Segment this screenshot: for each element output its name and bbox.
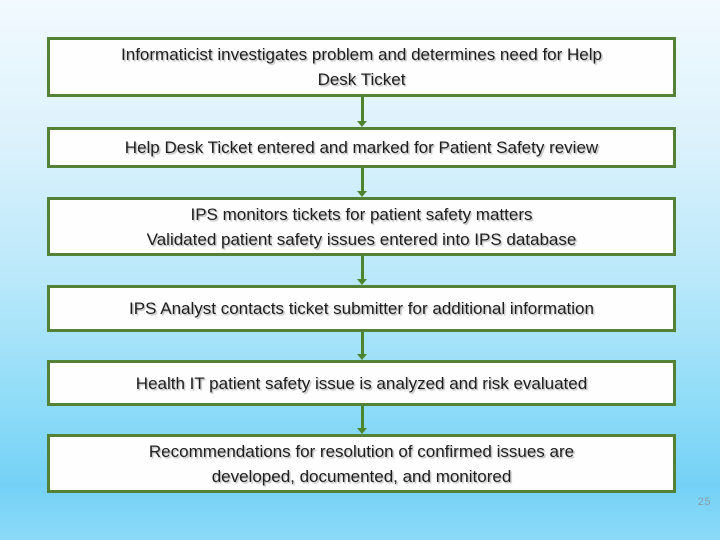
flow-step-2: Help Desk Ticket entered and marked for … <box>47 127 676 168</box>
flow-step-5: Health IT patient safety issue is analyz… <box>47 360 676 406</box>
down-arrow-connector-1 <box>357 97 367 127</box>
page-number: 25 <box>697 496 711 508</box>
down-arrow-connector-4 <box>357 332 367 360</box>
down-arrow-connector-5 <box>357 406 367 434</box>
down-arrow-icon <box>357 121 367 127</box>
down-arrow-icon <box>357 354 367 360</box>
flow-step-1: Informaticist investigates problem and d… <box>47 37 676 97</box>
down-arrow-connector-2 <box>357 168 367 197</box>
arrow-shaft <box>360 332 364 354</box>
arrow-shaft <box>360 406 364 428</box>
arrow-shaft <box>360 97 364 121</box>
arrow-shaft <box>360 168 364 191</box>
down-arrow-icon <box>357 279 367 285</box>
flow-step-6: Recommendations for resolution of confir… <box>47 434 676 493</box>
arrow-shaft <box>360 256 364 279</box>
down-arrow-connector-3 <box>357 256 367 285</box>
flow-step-3: IPS monitors tickets for patient safety … <box>47 197 676 256</box>
down-arrow-icon <box>357 428 367 434</box>
down-arrow-icon <box>357 191 367 197</box>
flow-step-4: IPS Analyst contacts ticket submitter fo… <box>47 285 676 332</box>
